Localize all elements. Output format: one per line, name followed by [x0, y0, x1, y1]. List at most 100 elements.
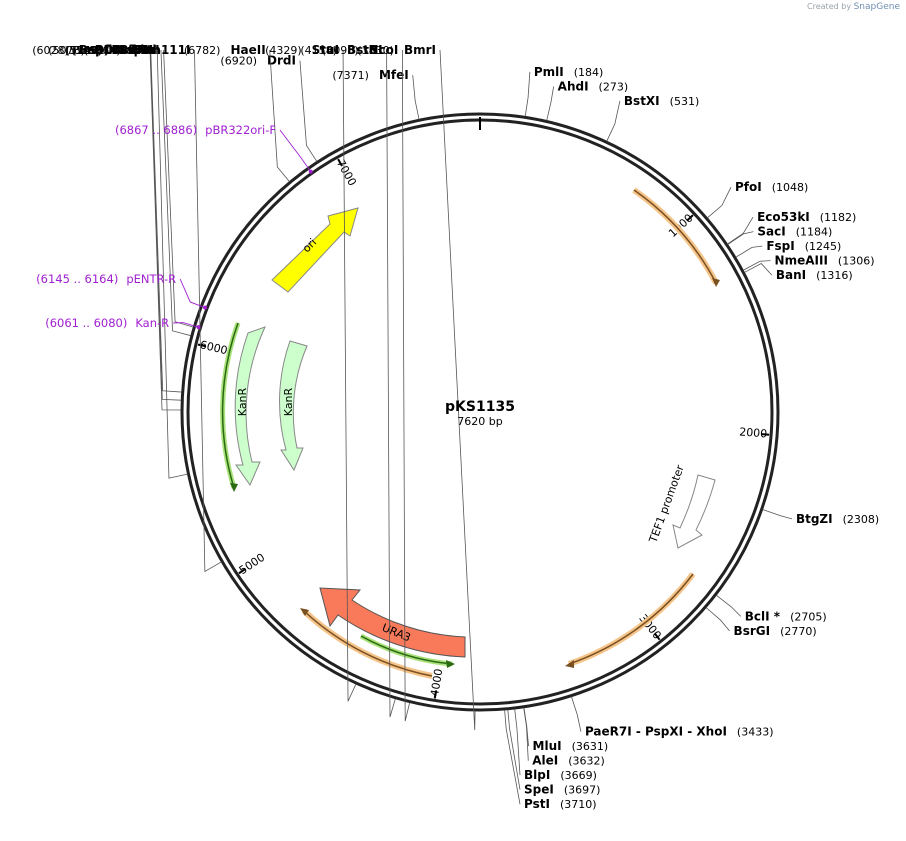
restriction-site[interactable]: PaeR7I - PspXI - XhoI (3433) [571, 696, 774, 739]
restriction-site[interactable]: SpeI (3697) [507, 709, 601, 797]
restriction-site[interactable]: SacI(1184) [727, 225, 833, 245]
site-leader-line [514, 708, 521, 776]
restriction-site[interactable]: PfoI(1048) [707, 180, 808, 219]
restriction-site[interactable]: BtgZI(2308) [762, 509, 880, 526]
restriction-site[interactable]: (4158)BstBI [300, 43, 396, 718]
site-leader-line [194, 49, 222, 573]
restriction-site[interactable]: AleI(3632) [523, 707, 605, 768]
site-label: (6782)HaeII [184, 43, 266, 57]
restriction-site[interactable]: (4098) NcoI [322, 43, 411, 722]
site-label: FspI(1245) [766, 239, 841, 253]
tick-label: 7000 [334, 157, 359, 188]
primer-label: (6061 .. 6080)Kan-R [45, 316, 169, 330]
restriction-site[interactable]: (5723)AsiSI [66, 43, 182, 411]
site-label: (5796)SspI [71, 43, 146, 57]
restriction-site[interactable]: BsrGI(2770) [705, 607, 817, 638]
restriction-site[interactable]: (5078)PflFI - Tth111I [48, 43, 222, 573]
enzyme-name: BclI * [745, 609, 781, 623]
site-label: (5078)PflFI - Tth111I [48, 43, 190, 57]
site-label: SacI(1184) [757, 225, 832, 239]
primer-range: (6145 .. 6164) [36, 272, 118, 286]
enzyme-name: BmrI [404, 43, 436, 57]
enzyme-name: AhdI [558, 79, 589, 93]
enzyme-name: NcoI [368, 43, 398, 57]
restriction-site[interactable]: (5796)SspI [71, 43, 182, 393]
primer-leader-line [173, 322, 199, 328]
restriction-site[interactable]: AhdI(273) [546, 79, 628, 121]
restriction-site[interactable]: (5763)BsrFI [65, 43, 182, 401]
enzyme-position: (1316) [816, 269, 853, 282]
enzyme-position: (4329) [265, 44, 302, 57]
site-leader-line [412, 75, 420, 120]
restriction-site[interactable]: (6920)DrdI [220, 54, 318, 162]
site-label: (6920)DrdI [220, 54, 296, 68]
restriction-site[interactable]: BanI(1316) [744, 263, 853, 283]
restriction-site[interactable]: (6782)HaeII [184, 43, 290, 182]
tick-label: 4000 [428, 668, 445, 698]
site-leader-line [716, 594, 742, 617]
primer-site[interactable]: (6867 .. 6886)pBR322ori-F [115, 123, 313, 174]
enzyme-position: (3710) [560, 798, 597, 811]
site-label: PaeR7I - PspXI - XhoI (3433) [585, 725, 774, 739]
enzyme-position: (3433) [737, 726, 774, 739]
site-leader-line [386, 49, 396, 718]
enzyme-position: (4158) [300, 44, 337, 57]
restriction-site[interactable]: NmeAIII(1306) [743, 254, 875, 271]
restriction-site[interactable]: PmlI(184) [524, 65, 604, 117]
primer-leader-line [279, 129, 312, 172]
enzyme-name: FspI [766, 239, 794, 253]
enzyme-name: SpeI [524, 783, 554, 797]
snapgene-credit: Created by SnapGene [807, 2, 900, 12]
restriction-site[interactable]: (5461)PflMI [73, 43, 188, 479]
feature-ura3[interactable]: URA3 [319, 587, 466, 658]
restriction-site[interactable]: (6064)NruI [84, 43, 194, 328]
site-leader-line [743, 260, 771, 271]
primer-label: (6145 .. 6164) pENTR-R [36, 272, 176, 286]
site-leader-line [727, 231, 754, 245]
restriction-site[interactable]: Eco53kI(1182) [727, 210, 856, 245]
enzyme-name: NmeAIII [775, 254, 828, 268]
restriction-site[interactable]: (6028)BspDI - ClaI [32, 43, 192, 337]
enzyme-position: (3830) [357, 44, 394, 57]
site-leader-line [705, 607, 730, 632]
primer-range: (6867 .. 6886) [115, 123, 197, 137]
enzyme-name: PaeR7I - PspXI - XhoI [585, 725, 727, 739]
restriction-site[interactable]: BlpI (3669) [514, 708, 597, 782]
site-label: (7371)MfeI [332, 68, 408, 82]
primer-name: pENTR-R [126, 272, 176, 286]
site-leader-line [163, 49, 194, 328]
enzyme-position: (3669) [560, 769, 597, 782]
enzyme-name: PflMI [119, 43, 153, 57]
primer-marker [203, 305, 208, 310]
enzyme-name: PstI [524, 797, 550, 811]
restriction-site[interactable]: BstXI(531) [606, 94, 699, 142]
feature-tef1-promoter[interactable]: TEF1 promoter [646, 463, 716, 549]
restriction-site[interactable]: (4329) StuI [265, 43, 357, 702]
feature-kanr-2[interactable]: KanR [279, 340, 308, 472]
tick-mark [686, 214, 694, 222]
feature-ori[interactable]: ori [271, 207, 359, 293]
restriction-site[interactable]: BclI *(2705) [716, 594, 827, 623]
restriction-site[interactable]: PstI (3710) [504, 709, 597, 811]
enzyme-name: StuI [312, 43, 339, 57]
enzyme-name: BlpI [524, 768, 550, 782]
primer-site[interactable]: (6145 .. 6164) pENTR-R [36, 272, 208, 310]
enzyme-position: (3697) [564, 784, 601, 797]
enzyme-position: (184) [574, 66, 604, 79]
enzyme-position: (6782) [184, 44, 221, 57]
enzyme-name: BtgZI [796, 512, 833, 526]
enzyme-name: AleI [532, 754, 558, 768]
enzyme-position: (4098) [322, 44, 359, 57]
restriction-site[interactable]: FspI(1245) [735, 239, 842, 258]
plasmid-length: 7620 bp [457, 415, 502, 428]
enzyme-position: (5763) [65, 44, 102, 57]
site-label: BtgZI(2308) [796, 512, 879, 526]
restriction-site[interactable]: (7371)MfeI [332, 68, 420, 120]
primer-site[interactable]: (6061 .. 6080)Kan-R [45, 316, 201, 330]
enzyme-name: Eco53kI [757, 210, 810, 224]
site-leader-line [707, 187, 732, 219]
restriction-site[interactable]: (3830) BmrI [357, 43, 476, 730]
site-label: (5461)PflMI [73, 43, 154, 57]
feature-kanr-1[interactable]: KanR [234, 326, 266, 487]
enzyme-position: (5078) [48, 44, 85, 57]
